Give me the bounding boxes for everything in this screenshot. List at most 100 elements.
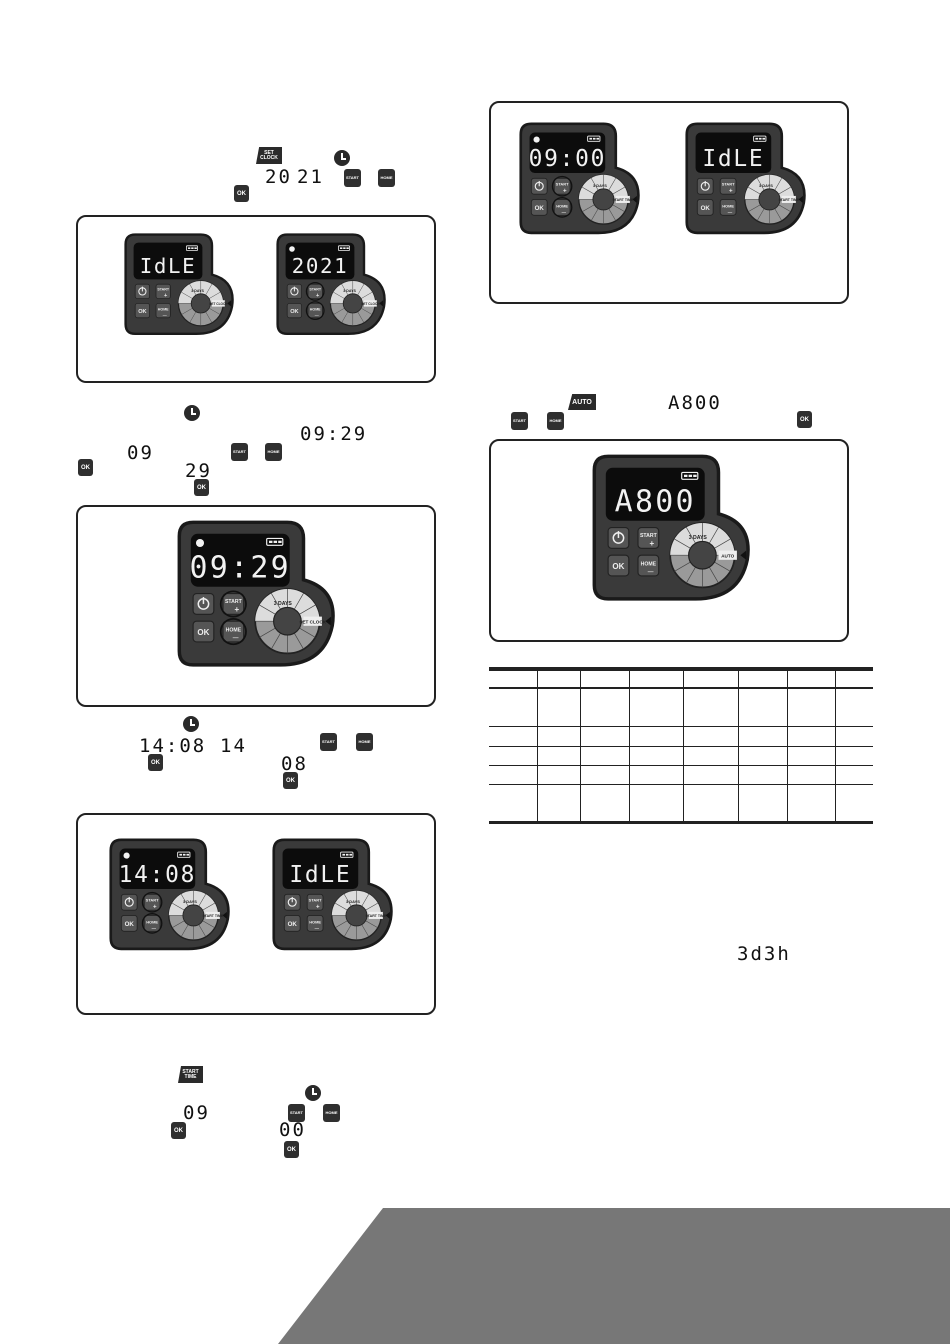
ok-button — [696, 198, 714, 216]
dial-pointer — [385, 911, 390, 919]
plus-label: + — [164, 293, 168, 299]
ok-label: OK — [701, 205, 711, 212]
lcd-screen — [190, 533, 290, 587]
power-button — [283, 893, 301, 911]
ok-label: OK — [197, 628, 209, 637]
home-label: HOME — [146, 919, 158, 924]
dial-center — [688, 540, 717, 570]
home-minus-icon: HOME — [323, 1104, 340, 1122]
minus-label: — — [152, 926, 157, 931]
minus-label: — — [315, 312, 319, 317]
start-highlight-ring — [305, 282, 325, 301]
home-highlight-ring — [219, 618, 247, 646]
dial-selected-label: START TIME — [612, 198, 633, 202]
start-plus-icon: START — [344, 169, 361, 187]
table-row — [489, 784, 873, 824]
home-highlight-ring — [551, 197, 573, 218]
lcd-readout: A800 — [615, 485, 696, 520]
table-row — [489, 746, 873, 766]
home-label: HOME — [641, 562, 657, 568]
start-label: START — [556, 181, 569, 186]
lcd-screen — [695, 132, 772, 174]
home-minus-icon: HOME — [547, 412, 564, 430]
inline-time-1408: 14:08 — [139, 735, 207, 757]
power-button — [607, 527, 630, 549]
battery-icon — [587, 135, 601, 142]
clock-icon — [289, 246, 295, 252]
ok-button — [607, 554, 630, 577]
start-time-tag: START TIME — [178, 1066, 203, 1083]
minus-label: — — [163, 312, 167, 317]
minus-label: — — [562, 210, 567, 215]
dial-selected-label: SET CLOCK — [361, 302, 380, 306]
clock-icon — [183, 716, 199, 732]
home-label: HOME — [158, 308, 169, 312]
lcd-screen — [285, 242, 355, 280]
dial-center — [758, 188, 781, 211]
home-button — [155, 303, 171, 319]
ok-icon: OK — [78, 459, 93, 476]
ok-label: OK — [535, 205, 545, 212]
start-button — [553, 177, 571, 195]
home-button — [637, 554, 660, 577]
dial-3days: 3 DAYS — [689, 535, 708, 541]
inline-year-a: 20 — [265, 166, 292, 188]
dial-pointer — [798, 195, 803, 203]
ok-button — [283, 914, 301, 932]
lcd-readout: IdLE — [140, 254, 196, 278]
clock-icon — [195, 538, 205, 548]
start-plus-icon: START — [320, 733, 337, 751]
inline-hours-09: 09 — [127, 442, 154, 464]
lcd-screen — [282, 848, 359, 890]
start-label: START — [309, 897, 322, 902]
lcd-readout: IdLE — [702, 146, 764, 172]
home-button — [143, 914, 161, 932]
battery-icon — [753, 135, 767, 142]
dial-3days: 3 DAYS — [593, 183, 607, 188]
start-plus-icon: START — [288, 1104, 305, 1122]
home-button — [719, 198, 737, 216]
table-row — [489, 688, 873, 727]
dial-center — [345, 904, 368, 927]
start-highlight-ring — [551, 175, 573, 197]
ok-label: OK — [612, 562, 624, 571]
power-button — [696, 177, 714, 195]
dial-3days: 3 DAYS — [759, 183, 773, 188]
table-row — [489, 765, 873, 785]
clock-icon — [184, 405, 200, 421]
dial-3days: 3 DAYS — [183, 899, 197, 904]
clock-icon — [533, 136, 540, 143]
power-button — [120, 893, 138, 911]
lcd-readout: 2021 — [292, 254, 348, 278]
plus-label: + — [649, 539, 654, 548]
dial-pointer — [632, 195, 637, 203]
start-label: START — [640, 533, 658, 539]
inline-hours-14: 14 — [220, 735, 247, 757]
minus-label: — — [728, 210, 733, 215]
dial-3days: 3 DAYS — [346, 899, 360, 904]
ok-label: OK — [288, 921, 298, 928]
home-highlight-ring — [141, 913, 163, 934]
ok-icon: OK — [283, 772, 298, 789]
clock-icon — [305, 1085, 321, 1101]
inline-auto-code: A800 — [668, 392, 722, 414]
lcd-readout: IdLE — [289, 862, 351, 888]
dial-selected-label: START TIME — [778, 198, 799, 202]
home-button — [222, 620, 245, 643]
home-button — [307, 303, 323, 319]
lcd-readout: 09:00 — [529, 146, 607, 172]
power-button — [530, 177, 548, 195]
ok-icon: OK — [171, 1122, 186, 1139]
start-label: START — [309, 288, 322, 292]
lcd-screen — [529, 132, 606, 174]
inline-days-code: 3d3h — [737, 943, 791, 965]
start-plus-icon: START — [511, 412, 528, 430]
home-label: HOME — [722, 203, 734, 208]
home-minus-icon: HOME — [265, 443, 282, 461]
dial-3days: 3 DAYS — [274, 601, 293, 607]
dial-selected-label: AUTO — [721, 554, 734, 559]
